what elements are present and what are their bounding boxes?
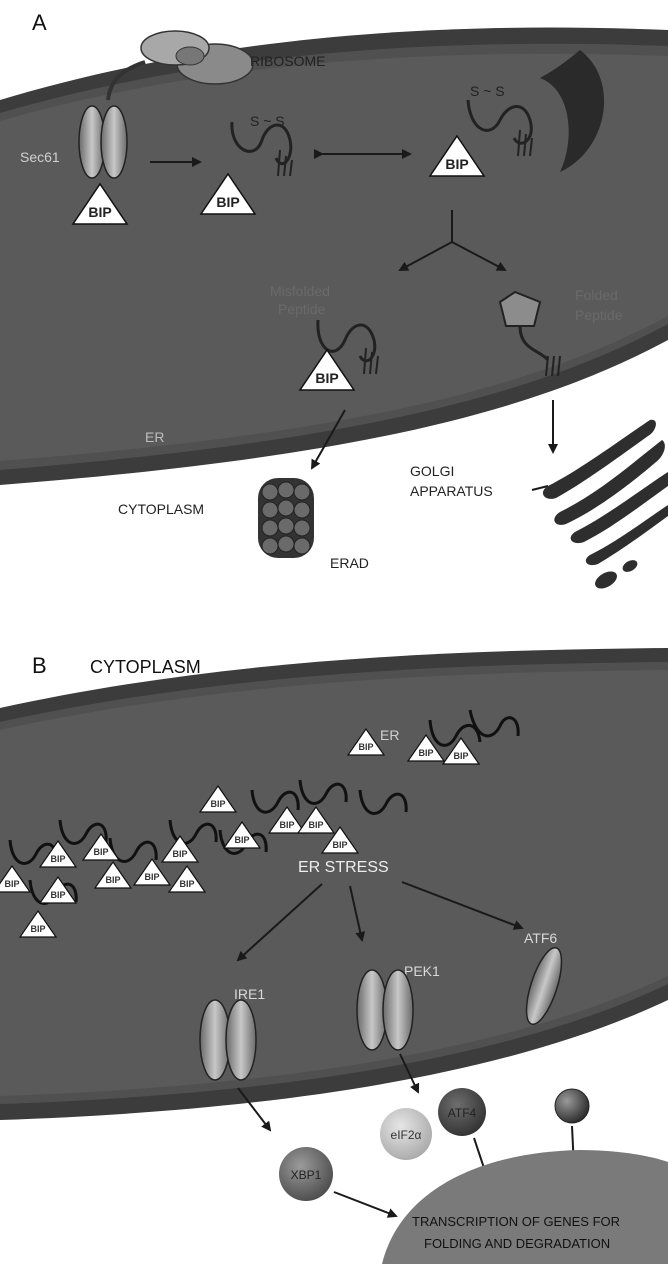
panel-a-letter: A	[32, 10, 47, 35]
svg-text:BIP: BIP	[172, 849, 187, 859]
folded-label-1: Folded	[575, 287, 618, 303]
misfolded-label-2: Peptide	[278, 301, 326, 317]
svg-text:BIP: BIP	[308, 820, 323, 830]
svg-text:BIP: BIP	[93, 847, 108, 857]
svg-text:BIP: BIP	[210, 799, 225, 809]
nucleus-label-1: TRANSCRIPTION OF GENES FOR	[412, 1214, 620, 1229]
svg-text:BIP: BIP	[234, 835, 249, 845]
svg-text:BIP: BIP	[88, 204, 111, 220]
svg-text:eIF2α: eIF2α	[391, 1128, 422, 1142]
golgi-apparatus	[543, 420, 668, 592]
er-label-b: ER	[380, 727, 399, 743]
ire1-label: IRE1	[234, 986, 265, 1002]
arrow-xbp1-to-nucleus	[334, 1192, 396, 1216]
svg-text:BIP: BIP	[358, 742, 373, 752]
disulfide-label-2: S ~ S	[470, 83, 505, 99]
svg-text:BIP: BIP	[4, 879, 19, 889]
svg-text:BIP: BIP	[453, 751, 468, 761]
svg-text:BIP: BIP	[179, 879, 194, 889]
misfolded-label-1: Misfolded	[270, 283, 330, 299]
golgi-label-1: GOLGI	[410, 463, 454, 479]
xbp1-factor: XBP1	[279, 1147, 333, 1201]
erad-label: ERAD	[330, 555, 369, 571]
svg-text:BIP: BIP	[332, 840, 347, 850]
svg-text:BIP: BIP	[445, 156, 468, 172]
disulfide-label: S ~ S	[250, 113, 285, 129]
svg-text:BIP: BIP	[50, 854, 65, 864]
eif2a-factor: eIF2α	[380, 1108, 432, 1160]
ribosome-label: RIBOSOME	[250, 53, 325, 69]
svg-text:BIP: BIP	[418, 748, 433, 758]
panel-b-letter: B	[32, 653, 47, 678]
svg-text:BIP: BIP	[144, 872, 159, 882]
svg-text:BIP: BIP	[216, 194, 239, 210]
erad-proteasome	[258, 478, 314, 558]
atf4-factor: ATF4	[438, 1088, 486, 1136]
cytoplasm-label-a: CYTOPLASM	[118, 501, 204, 517]
sec61-label: Sec61	[20, 149, 60, 165]
cytoplasm-label-b: CYTOPLASM	[90, 657, 201, 677]
svg-text:BIP: BIP	[50, 890, 65, 900]
panel-a: A RIBOSOME Sec61 BIP S ~ S	[0, 10, 668, 592]
svg-text:XBP1: XBP1	[291, 1168, 322, 1182]
er-label-a: ER	[145, 429, 164, 445]
svg-text:BIP: BIP	[315, 370, 338, 386]
nucleus-label-2: FOLDING AND DEGRADATION	[424, 1236, 610, 1251]
svg-text:BIP: BIP	[30, 924, 45, 934]
panel-b: B CYTOPLASM ER BIP BIP BIP BIP BIP	[0, 648, 668, 1264]
atf6-label: ATF6	[524, 930, 557, 946]
folded-label-2: Peptide	[575, 307, 623, 323]
atf6-fragment	[555, 1089, 589, 1123]
svg-text:BIP: BIP	[279, 820, 294, 830]
er-stress-label: ER STRESS	[298, 859, 389, 876]
svg-text:ATF4: ATF4	[448, 1106, 477, 1120]
golgi-label-2: APPARATUS	[410, 483, 493, 499]
svg-text:BIP: BIP	[105, 875, 120, 885]
pek1-label: PEK1	[404, 963, 440, 979]
